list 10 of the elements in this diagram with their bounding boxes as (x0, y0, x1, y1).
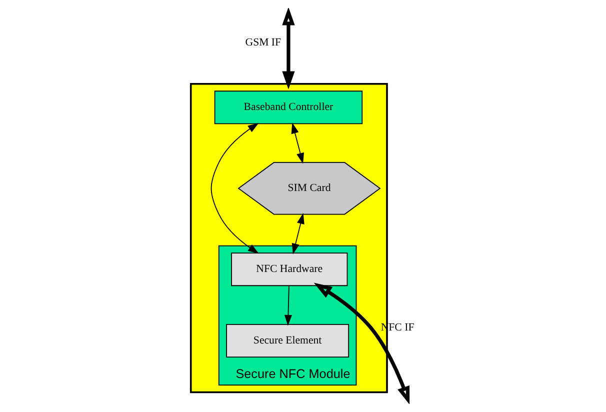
node-box: Baseband Controller (214, 90, 363, 124)
arrow (282, 8, 295, 90)
arrow (284, 285, 292, 326)
arrow (291, 122, 304, 164)
arrow (314, 282, 410, 404)
arrow (210, 123, 259, 254)
edge-label: GSM IF (245, 36, 282, 48)
arrow (292, 213, 304, 254)
node-box: NFC Hardware (231, 252, 348, 286)
node-box: Secure Element (226, 324, 350, 358)
